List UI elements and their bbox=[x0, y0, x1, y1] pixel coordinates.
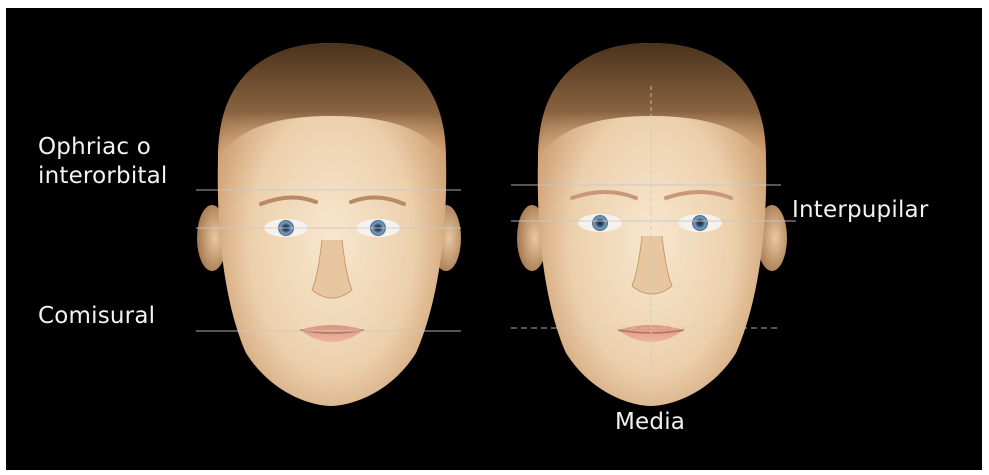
heads-illustration bbox=[6, 8, 982, 470]
right-head-iris-left bbox=[592, 215, 608, 231]
label-media: Media bbox=[615, 410, 685, 435]
right-head-iris-right bbox=[692, 215, 708, 231]
facial-reference-lines-figure: Ophriac o interorbital Comisural Interpu… bbox=[6, 8, 982, 470]
label-interpupilar: Interpupilar bbox=[792, 198, 929, 223]
label-comisural: Comisural bbox=[38, 304, 155, 329]
left-head bbox=[197, 43, 461, 406]
label-ophriac: Ophriac o bbox=[38, 135, 151, 160]
label-interorbital: interorbital bbox=[38, 164, 168, 189]
right-head bbox=[517, 43, 787, 406]
